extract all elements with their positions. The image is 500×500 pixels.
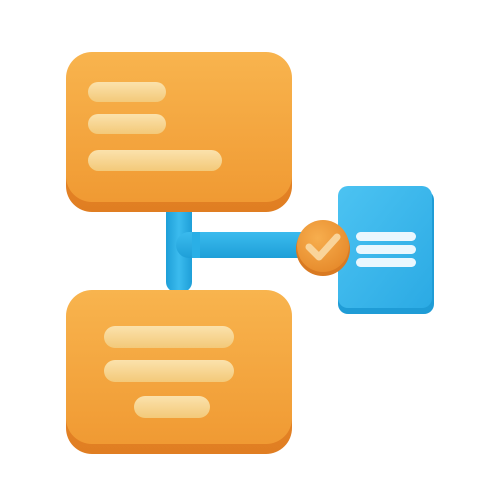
pipe-joint — [192, 232, 200, 258]
document-text-lines — [356, 232, 416, 267]
document-icon — [338, 186, 434, 314]
text-line — [104, 326, 234, 348]
top-card-text-lines — [88, 82, 222, 171]
check-badge-icon — [296, 220, 350, 276]
checkmark-icon — [305, 233, 341, 261]
text-line — [134, 396, 210, 418]
text-line — [88, 82, 166, 102]
text-line — [356, 258, 416, 267]
text-line — [356, 245, 416, 254]
text-line — [356, 232, 416, 241]
connector-pipes — [166, 196, 318, 292]
bottom-flow-card — [66, 290, 292, 454]
horizontal-connector-pipe — [176, 232, 318, 258]
text-line — [104, 360, 234, 382]
bottom-card-text-lines — [104, 326, 234, 418]
text-line — [88, 150, 222, 171]
text-line — [88, 114, 166, 134]
top-flow-card — [66, 52, 292, 212]
